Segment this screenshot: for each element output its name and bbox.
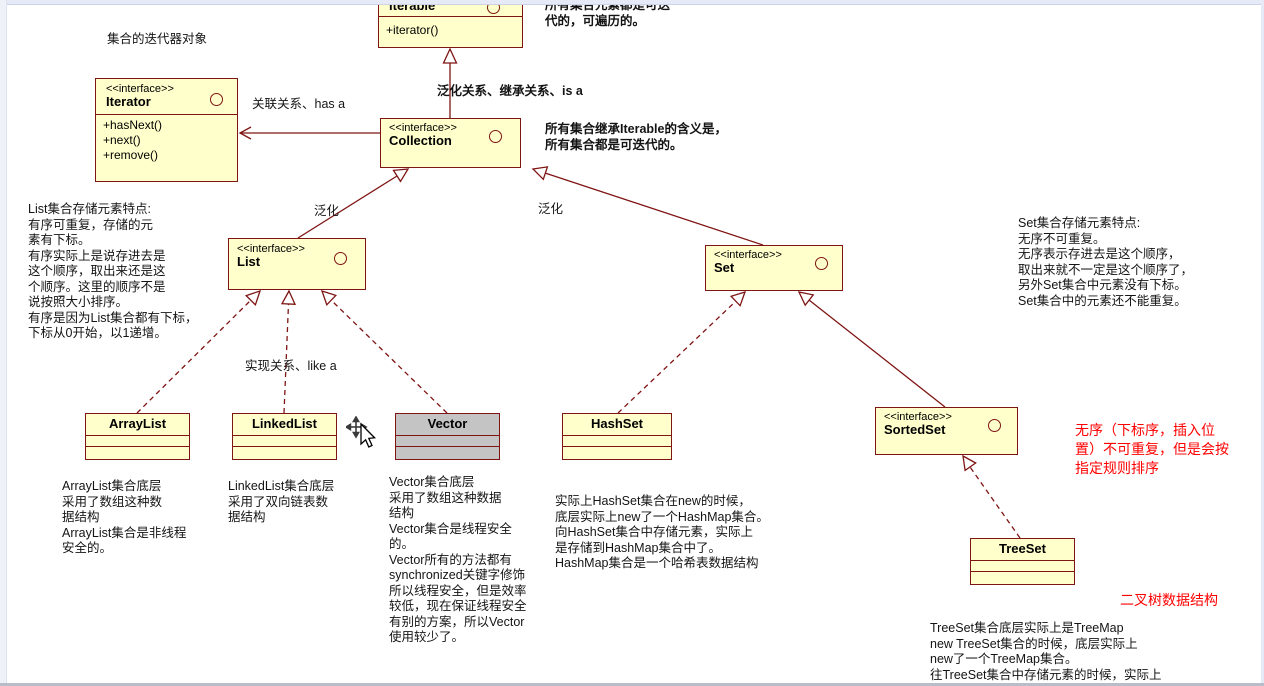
class-header: Vector <box>396 414 499 435</box>
class-header: TreeSet <box>971 539 1074 560</box>
edge-treeset-sortedset-realization[interactable] <box>962 454 1021 539</box>
class-treeset[interactable]: TreeSet <box>970 538 1075 585</box>
class-name: SortedSet <box>884 422 946 438</box>
edge-sortedset-set-generalization[interactable] <box>797 291 946 408</box>
window-border-left <box>0 0 7 686</box>
compartment-divider <box>971 570 1074 572</box>
methods-compartment <box>233 447 336 459</box>
class-list[interactable]: <<interface>> List <box>228 238 366 290</box>
window-border-bottom <box>0 683 1264 686</box>
compartment-divider <box>233 445 336 447</box>
note-sortedset-red: 无序（下标序，插入位 置）不可重复，但是会按 指定规则排序 <box>1075 422 1229 476</box>
class-header: <<interface>> Iterator <box>96 79 237 114</box>
attributes-compartment <box>233 436 336 446</box>
class-header: <<interface>> SortedSet <box>876 408 1017 441</box>
edge-label-gen-set: 泛化 <box>538 202 564 216</box>
edge-linkedlist-list-realization[interactable] <box>280 289 297 414</box>
attributes-compartment <box>971 561 1074 571</box>
class-name: Vector <box>427 416 468 431</box>
class-name: HashSet <box>590 416 644 431</box>
class-set[interactable]: <<interface>> Set <box>705 245 843 291</box>
compartment-divider <box>96 113 237 115</box>
compartment-divider <box>971 559 1074 561</box>
note-hashset: 实际上HashSet集合在new的时候， 底层实际上new了一个HashMap集… <box>555 494 769 570</box>
compartment-divider <box>563 434 671 436</box>
class-name: Iterator <box>106 94 151 110</box>
edge-set-collection-generalization[interactable] <box>531 166 764 246</box>
class-arraylist[interactable]: ArrayList <box>85 413 190 460</box>
stereotype-label: <<interface>> <box>884 411 952 423</box>
note-arraylist: ArrayList集合底层 采用了数组这种数 据结构 ArrayList集合是非… <box>62 479 187 555</box>
interface-ball-icon <box>210 93 223 106</box>
class-name: List <box>237 254 261 270</box>
stereotype-label: <<interface>> <box>389 122 457 134</box>
note-list: List集合存储元素特点: 有序可重复，存储的元 素有下标。 有序实际上是说存进… <box>28 202 198 340</box>
note-linkedlist: LinkedList集合底层 采用了双向链表数 据结构 <box>228 479 335 524</box>
interface-ball-icon <box>815 257 828 270</box>
class-vector[interactable]: Vector <box>395 413 500 460</box>
note-collection: 所有集合继承Iterable的含义是， 所有集合都是可迭代的。 <box>545 122 727 152</box>
note-set: Set集合存储元素特点: 无序不可重复。 无序表示存进去是这个顺序， 取出来就不… <box>1018 216 1194 308</box>
class-header: <<interface>> Set <box>706 246 842 279</box>
class-header: ArrayList <box>86 414 189 435</box>
methods-compartment <box>86 447 189 459</box>
edge-label-association: 关联关系、has a <box>252 97 346 111</box>
methods-compartment: +iterator() <box>386 22 439 37</box>
note-treeset: TreeSet集合底层实际上是TreeMap new TreeSet集合的时候，… <box>930 621 1162 682</box>
stereotype-label: <<interface>> <box>237 243 305 255</box>
class-name: LinkedList <box>251 416 317 431</box>
edge-collection-iterator-association[interactable] <box>238 126 380 140</box>
note-treeset-red: 二叉树数据结构 <box>1120 592 1218 608</box>
note-vector: Vector集合底层 采用了数组这种数据 结构 Vector集合是线程安全 的。… <box>389 475 527 644</box>
move-cursor-icon <box>344 415 380 457</box>
edge-label-gen-list: 泛化 <box>314 204 340 218</box>
edge-label-realization: 实现关系、like a <box>245 359 337 373</box>
compartment-divider <box>396 445 499 447</box>
edge-arraylist-list-realization[interactable] <box>136 289 262 414</box>
class-collection[interactable]: <<interface>> Collection <box>380 118 521 168</box>
class-name: ArrayList <box>108 416 167 431</box>
class-name: TreeSet <box>999 541 1046 556</box>
compartment-divider <box>396 434 499 436</box>
class-linkedlist[interactable]: LinkedList <box>232 413 337 460</box>
edge-list-collection-generalization[interactable] <box>297 168 410 239</box>
attributes-compartment <box>396 436 499 446</box>
edge-collection-iterable-generalization[interactable] <box>442 47 458 118</box>
methods-compartment: +hasNext() +next() +remove() <box>103 117 163 162</box>
attributes-compartment <box>563 436 671 446</box>
stereotype-label: <<interface>> <box>106 83 174 95</box>
class-header: LinkedList <box>233 414 336 435</box>
compartment-divider <box>233 434 336 436</box>
compartment-divider <box>563 445 671 447</box>
class-name: Collection <box>389 133 452 149</box>
stereotype-label: <<interface>> <box>714 249 782 261</box>
class-sortedset[interactable]: <<interface>> SortedSet <box>875 407 1018 455</box>
compartment-divider <box>379 15 522 17</box>
window-border-top <box>0 0 1264 5</box>
edge-vector-list-realization[interactable] <box>320 289 448 414</box>
interface-ball-icon <box>334 252 347 265</box>
window-border-right <box>1261 0 1264 686</box>
interface-ball-icon <box>988 419 1001 432</box>
class-hashset[interactable]: HashSet <box>562 413 672 460</box>
class-header: HashSet <box>563 414 671 435</box>
compartment-divider <box>86 445 189 447</box>
methods-compartment <box>563 447 671 459</box>
edge-label-generalization: 泛化关系、继承关系、is a <box>437 84 583 98</box>
methods-compartment <box>971 572 1074 584</box>
class-header: <<interface>> Collection <box>381 119 520 152</box>
class-iterable[interactable]: <<interface>> Iterable +iterator() <box>378 0 523 48</box>
methods-compartment <box>396 447 499 459</box>
interface-ball-icon <box>489 130 502 143</box>
edge-hashset-set-realization[interactable] <box>617 290 747 414</box>
class-name: Set <box>714 260 735 276</box>
note-iterator: 集合的迭代器对象 <box>107 32 208 46</box>
class-iterator[interactable]: <<interface>> Iterator +hasNext() +next(… <box>95 78 238 182</box>
class-header: <<interface>> List <box>229 239 365 274</box>
compartment-divider <box>86 434 189 436</box>
attributes-compartment <box>86 436 189 446</box>
